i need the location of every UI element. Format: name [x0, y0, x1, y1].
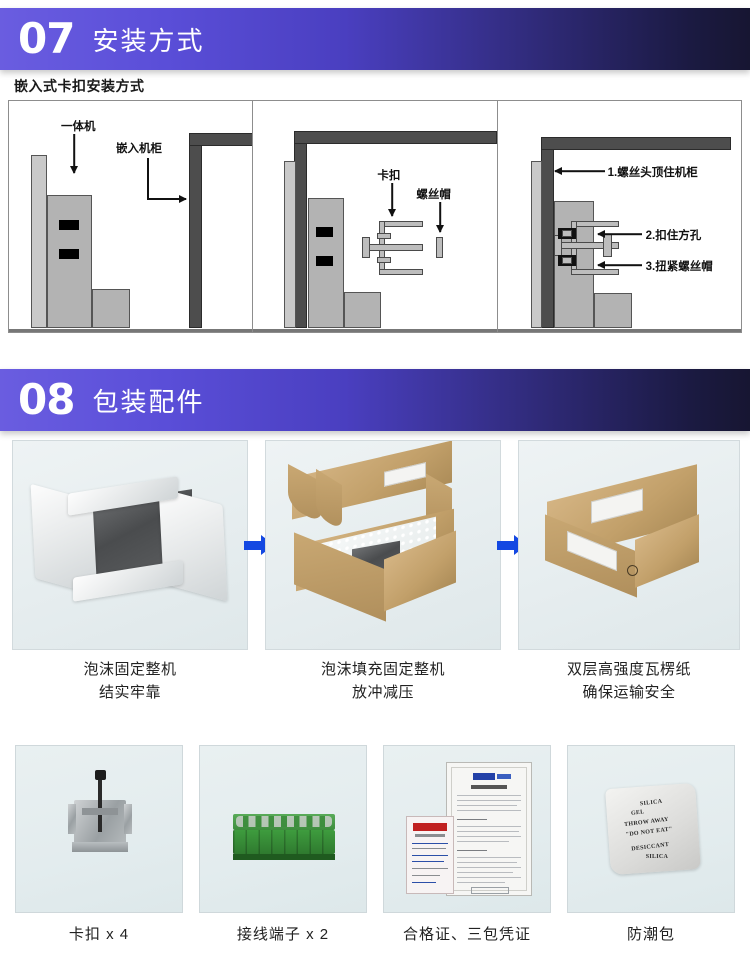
packaging-caption-1-line1: 泡沫固定整机: [83, 661, 177, 678]
diagram-panel-2: 卡扣 螺丝帽: [252, 101, 497, 332]
warranty-certificate: [446, 762, 532, 896]
diagram-label-step-1: 1.螺丝头顶住机柜: [607, 167, 698, 179]
arrow-left-step-2: [596, 229, 642, 239]
silica-line-6: SILICA: [645, 853, 669, 860]
accessory-caption-2: 接线端子 x 2: [236, 926, 330, 943]
packaging-steps-row: 泡沫固定整机 结实牢靠 泡沫填充固定整机 放冲减压: [0, 440, 750, 705]
device-back-panel: [530, 161, 542, 328]
packaging-caption-2-line1: 泡沫填充固定整机: [320, 661, 445, 678]
cabinet-left-post: [540, 137, 554, 328]
qualification-card: [406, 816, 454, 894]
screw-cap-part: [436, 237, 444, 258]
arrow-elbow-to-cabinet: [147, 158, 187, 204]
section-title-07: 安装方式: [92, 26, 205, 57]
packaging-caption-3: 双层高强度瓦楞纸 确保运输安全: [512, 658, 746, 705]
terminal-segment-lines: [233, 830, 335, 854]
carton-seal-stamp: [627, 565, 638, 576]
terminal-pins: [233, 854, 335, 860]
section-title-08: 包装配件: [92, 387, 205, 418]
cabinet-top-rail: [294, 131, 497, 144]
clip-screw-head-black: [95, 770, 106, 780]
clip-screw-shaft-black: [98, 780, 102, 832]
device-back-panel: [31, 155, 47, 328]
accessory-photo-4: SILICA GEL THROW AWAY "DO NOT EAT" DESIC…: [567, 745, 735, 913]
section-banner-07: 07 安装方式: [0, 8, 750, 70]
diagram-panel-3: 1.螺丝头顶住机柜 2.扣住方孔 3.扭紧螺丝帽: [496, 101, 741, 332]
packaging-caption-1-line2: 结实牢靠: [98, 684, 161, 702]
packaging-photo-2: [265, 440, 501, 650]
diagram-label-clip: 卡扣: [377, 170, 401, 182]
clip-top-bar: [570, 221, 619, 227]
certificate-stamp-box: [471, 887, 509, 894]
packaging-caption-3-line1: 双层高强度瓦楞纸: [566, 661, 691, 678]
arrow-left-step-3: [596, 260, 642, 270]
floor-line: [9, 329, 253, 332]
metal-clip-wing-right: [124, 804, 132, 834]
accessory-photo-2: [199, 745, 367, 913]
device-slot-lower: [59, 249, 79, 259]
device-base-block: [344, 292, 382, 328]
packaging-caption-2: 泡沫填充固定整机 放冲减压: [265, 658, 501, 705]
diagram-label-screw-cap: 螺丝帽: [416, 189, 451, 201]
certificate-brand: [497, 774, 511, 779]
clip-bottom-bar: [379, 269, 424, 275]
device-base-block: [593, 293, 632, 328]
device-back-panel: [284, 161, 297, 328]
diagram-label-all-in-one: 一体机: [61, 121, 96, 133]
hooked-tab-lower: [561, 257, 572, 264]
terminal-body: [233, 830, 335, 854]
accessory-photo-1: [15, 745, 183, 913]
arrow-left-step-1: [553, 166, 605, 176]
device-base-block: [92, 289, 130, 328]
clip-tab-lower: [377, 257, 392, 263]
diagram-panel-1: 一体机 嵌入机柜: [9, 101, 253, 332]
certificate-heading: [471, 785, 507, 789]
clip-tab-upper: [377, 233, 392, 239]
arrow-down-to-screw-cap: [435, 202, 445, 233]
accessory-caption-1: 卡扣 x 4: [68, 926, 130, 943]
section-banner-08: 08 包装配件: [0, 369, 750, 431]
hooked-tab-upper: [561, 230, 572, 237]
accessory-caption-4: 防潮包: [626, 926, 675, 943]
accessories-row: 卡扣 x 4 接线端子 x 2: [0, 745, 750, 960]
clip-top-bar: [379, 221, 424, 227]
device-main-body: [47, 195, 92, 328]
device-slot-upper: [316, 227, 334, 237]
device-slot-lower: [316, 256, 334, 266]
arrow-down-to-device: [69, 134, 79, 174]
packaging-caption-1: 泡沫固定整机 结实牢靠: [12, 658, 248, 705]
installation-diagram-box: 一体机 嵌入机柜: [8, 100, 742, 333]
silica-gel-packet: SILICA GEL THROW AWAY "DO NOT EAT" DESIC…: [605, 782, 701, 876]
device-slot-upper: [59, 220, 79, 230]
cabinet-left-post: [189, 133, 202, 328]
cabinet-top-rail: [540, 137, 731, 150]
section-number-08: 08: [18, 375, 75, 424]
floor-line: [253, 329, 497, 332]
diagram-label-step-3: 3.扭紧螺丝帽: [645, 261, 713, 273]
clip-screw-head: [362, 237, 371, 258]
certificate-logo: [473, 773, 495, 780]
section-number-07: 07: [18, 14, 75, 63]
clip-inner-bar: [82, 808, 118, 815]
qualification-sub: [415, 834, 445, 837]
qualification-title: [413, 823, 447, 831]
packaging-caption-3-line2: 确保运输安全: [582, 684, 676, 702]
clip-base: [72, 842, 128, 852]
cabinet-top-rail: [189, 133, 253, 146]
diagram-label-embedded-cabinet: 嵌入机柜: [116, 143, 162, 155]
clip-screw-shaft: [369, 244, 424, 251]
terminal-screws: [236, 816, 332, 827]
packaging-photo-1: [12, 440, 248, 650]
packaging-caption-2-line2: 放冲减压: [351, 684, 414, 702]
accessory-photo-3: [383, 745, 551, 913]
clip-bottom-bar: [570, 269, 619, 275]
floor-line: [497, 329, 741, 332]
accessory-caption-3: 合格证、三包凭证: [402, 926, 531, 943]
metal-clip-wing-left: [68, 804, 76, 834]
arrow-down-to-clip: [387, 183, 397, 217]
diagram-label-step-2: 2.扣住方孔: [645, 230, 702, 242]
section-07-subtitle: 嵌入式卡扣安装方式: [14, 78, 145, 94]
packaging-photo-3: [518, 440, 740, 650]
